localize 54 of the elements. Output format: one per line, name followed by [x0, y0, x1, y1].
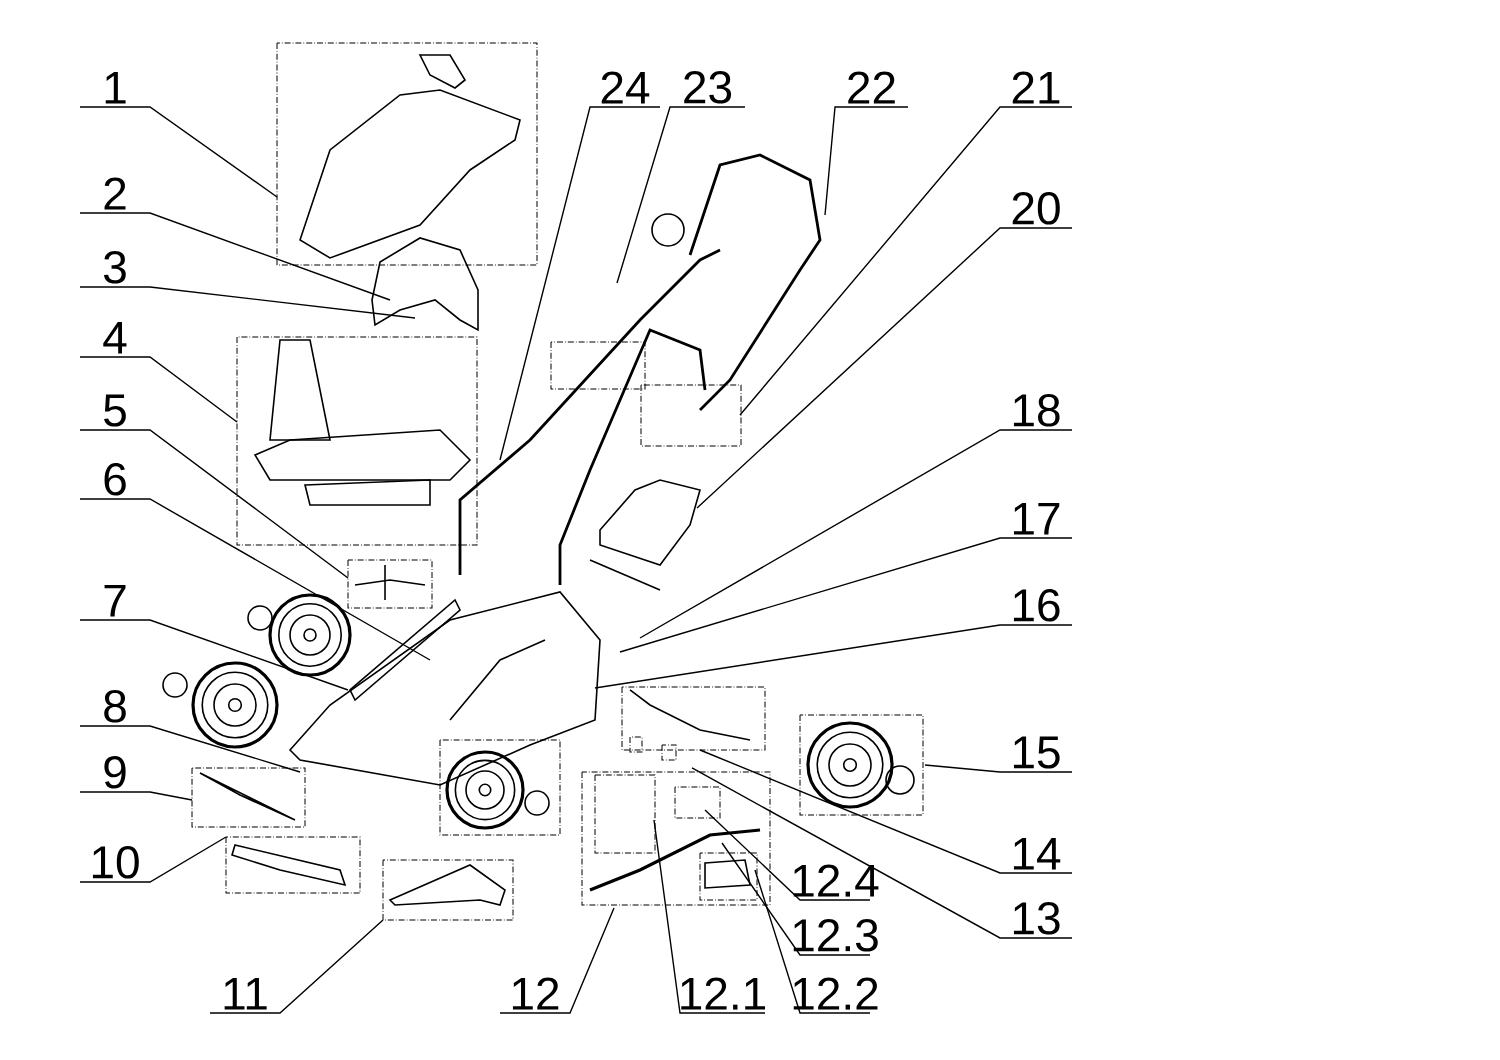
callout-number: 12.1 — [681, 977, 765, 1010]
leader-line — [924, 764, 1073, 773]
leader-line — [209, 919, 384, 1014]
callout-number: 12 — [512, 977, 559, 1010]
callout-number: 9 — [104, 756, 126, 789]
leader-line — [79, 286, 416, 319]
leader-line — [594, 624, 1073, 689]
callout-number: 5 — [104, 394, 126, 427]
callout-number: 6 — [104, 463, 126, 496]
callout-number: 7 — [104, 584, 126, 617]
callout-number: 12.4 — [793, 864, 879, 897]
callout-number: 3 — [103, 251, 126, 284]
leader-line — [79, 619, 349, 691]
callout-number: 15 — [1013, 736, 1060, 769]
callout-number: 2 — [104, 177, 126, 210]
leader-line — [79, 212, 391, 301]
leader-line — [824, 106, 909, 216]
callout-number: 12.3 — [793, 919, 878, 952]
leader-line — [499, 907, 615, 1014]
leader-line — [754, 869, 871, 1014]
leader-line — [79, 836, 227, 883]
leader-line — [499, 106, 661, 461]
leader-line — [616, 106, 746, 284]
leader-line — [721, 842, 871, 956]
leader-line — [79, 791, 193, 801]
leader-line — [79, 725, 301, 773]
leader-line — [79, 429, 349, 579]
callout-number: 13 — [1013, 902, 1060, 935]
leader-line — [79, 106, 278, 198]
leader-line — [619, 537, 1073, 653]
leader-line — [696, 227, 1073, 509]
callout-number: 17 — [1013, 502, 1060, 535]
leader-line — [79, 356, 238, 423]
leader-line — [699, 749, 1073, 874]
callout-number: 1 — [105, 71, 126, 104]
callout-number: 14 — [1013, 837, 1061, 870]
callout-number: 20 — [1012, 192, 1060, 225]
leader-line — [639, 429, 1073, 639]
callout-number: 16 — [1013, 589, 1060, 622]
callout-number: 23 — [684, 71, 732, 104]
callout-number: 21 — [1012, 71, 1060, 104]
callout-number: 12.2 — [793, 977, 878, 1010]
callout-number: 24 — [601, 71, 650, 104]
callout-number: 11 — [224, 977, 267, 1010]
leader-line — [79, 498, 431, 661]
callout-number: 4 — [103, 321, 127, 354]
leader-line — [739, 106, 1073, 416]
leader-line — [691, 767, 1073, 939]
leader-line — [704, 809, 871, 901]
callout-number: 8 — [104, 690, 126, 723]
callout-number: 10 — [92, 846, 139, 879]
callout-number: 22 — [848, 71, 895, 104]
leader-line — [653, 819, 766, 1014]
callout-number: 18 — [1013, 394, 1060, 427]
